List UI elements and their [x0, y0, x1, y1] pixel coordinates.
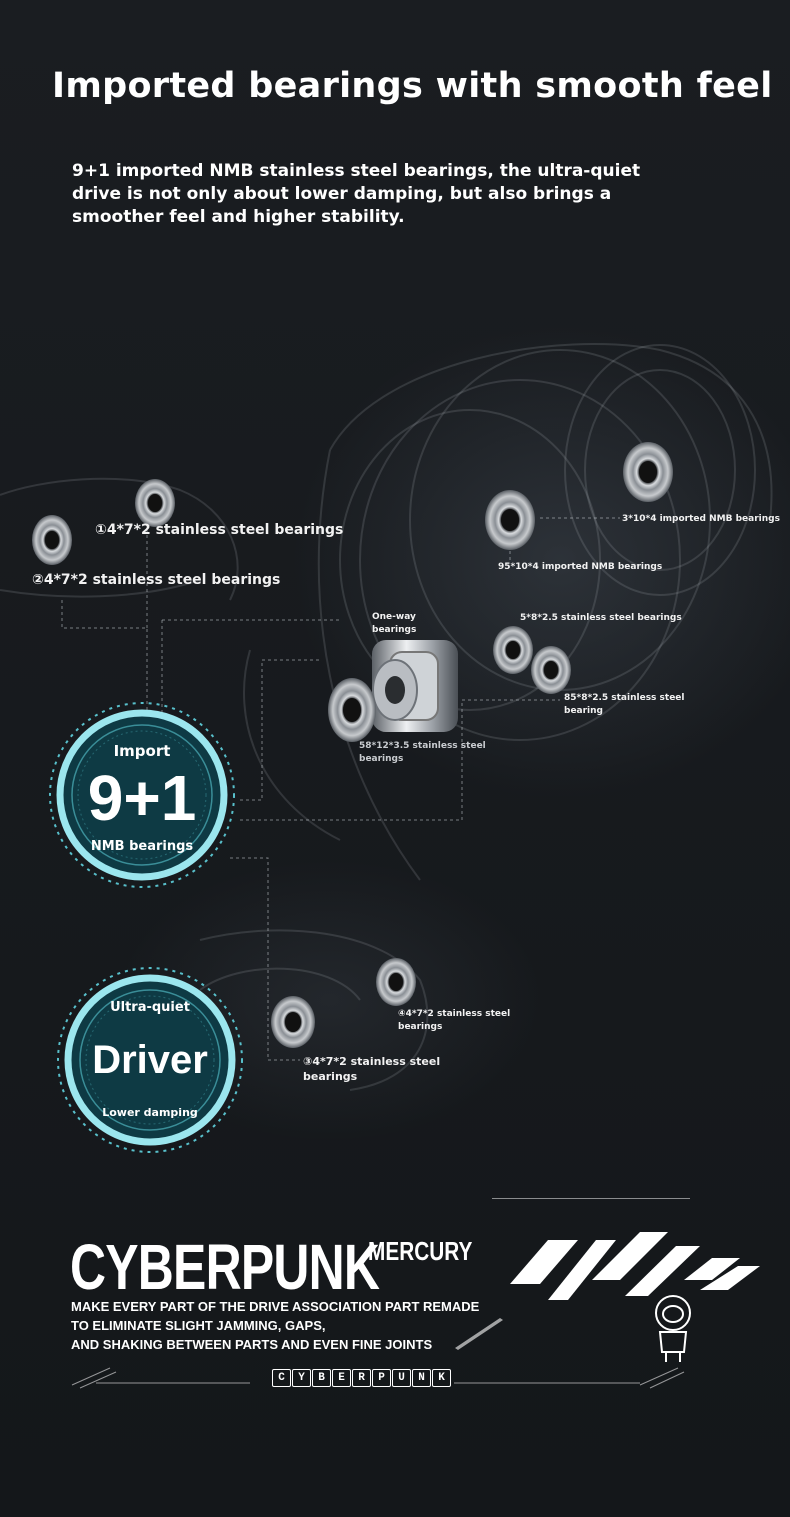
- label-bearing-7: 85*8*2.5 stainless steel bearing: [564, 693, 685, 716]
- import-badge-number: 9+1: [87, 762, 197, 834]
- cyberpunk-stripes: [455, 1198, 760, 1350]
- bearing-7: [531, 646, 571, 694]
- tag-letter: R: [352, 1369, 371, 1387]
- tag-letter: U: [392, 1369, 411, 1387]
- label-bearing-4: 95*10*4 imported NMB bearings: [498, 562, 663, 572]
- cyberpunk-line-1: MAKE EVERY PART OF THE DRIVE ASSOCIATION…: [71, 1299, 480, 1314]
- cyberpunk-line-2: TO ELIMINATE SLIGHT JAMMING, GAPS,: [71, 1318, 326, 1333]
- bearing-9: [376, 958, 416, 1006]
- driver-badge-top: Ultra-quiet: [110, 1000, 190, 1015]
- cyberpunk-line-3: AND SHAKING BETWEEN PARTS AND EVEN FINE …: [71, 1337, 433, 1352]
- page-description: 9+1 imported NMB stainless steel bearing…: [72, 161, 641, 227]
- import-badge-bottom: NMB bearings: [90, 839, 194, 854]
- label-bearing-8: 58*12*3.5 stainless steel bearings: [359, 741, 486, 764]
- cyberpunk-subtitle: MERCURY: [368, 1236, 473, 1266]
- tag-letter: B: [312, 1369, 331, 1387]
- driver-badge-bottom: Lower damping: [102, 1106, 198, 1119]
- tag-letter: E: [332, 1369, 351, 1387]
- label-bearing-3: 3*10*4 imported NMB bearings: [622, 514, 780, 524]
- bearing-1: [135, 479, 175, 527]
- tag-letter: C: [272, 1369, 291, 1387]
- label-bearing-6: 5*8*2.5 stainless steel bearings: [520, 613, 682, 623]
- label-bearing-2: ②4*7*2 stainless steel bearings: [32, 572, 281, 588]
- one-way-bearing: [372, 640, 458, 732]
- import-badge-top: Import: [113, 742, 171, 760]
- cyberpunk-tag: C Y B E R P U N K: [272, 1369, 451, 1387]
- bearing-4: [485, 490, 535, 550]
- cyberpunk-title: CYBERPUNK: [70, 1231, 380, 1303]
- bearing-10: [271, 996, 315, 1048]
- driver-badge-graphic: [57, 967, 243, 1153]
- label-one-way: One-way bearings: [372, 612, 417, 635]
- tag-letter: K: [432, 1369, 451, 1387]
- bearing-3: [623, 442, 673, 502]
- tag-letter: Y: [292, 1369, 311, 1387]
- label-bearing-10: ③4*7*2 stainless steel bearings: [303, 1055, 441, 1083]
- page-title: Imported bearings with smooth feel: [52, 66, 773, 106]
- speed-lines: [71, 1367, 685, 1389]
- import-badge-graphic: [49, 702, 235, 888]
- bearing-6: [493, 626, 533, 674]
- bearing-8: [328, 678, 376, 742]
- bearing-2: [32, 515, 72, 565]
- reel-ghost: [0, 343, 773, 1091]
- tag-letter: N: [412, 1369, 431, 1387]
- label-bearing-1: ①4*7*2 stainless steel bearings: [95, 522, 344, 538]
- astronaut-icon: [655, 1295, 691, 1362]
- label-bearing-9: ④4*7*2 stainless steel bearings: [398, 1009, 511, 1032]
- driver-badge-word: Driver: [92, 1038, 208, 1082]
- tag-letter: P: [372, 1369, 391, 1387]
